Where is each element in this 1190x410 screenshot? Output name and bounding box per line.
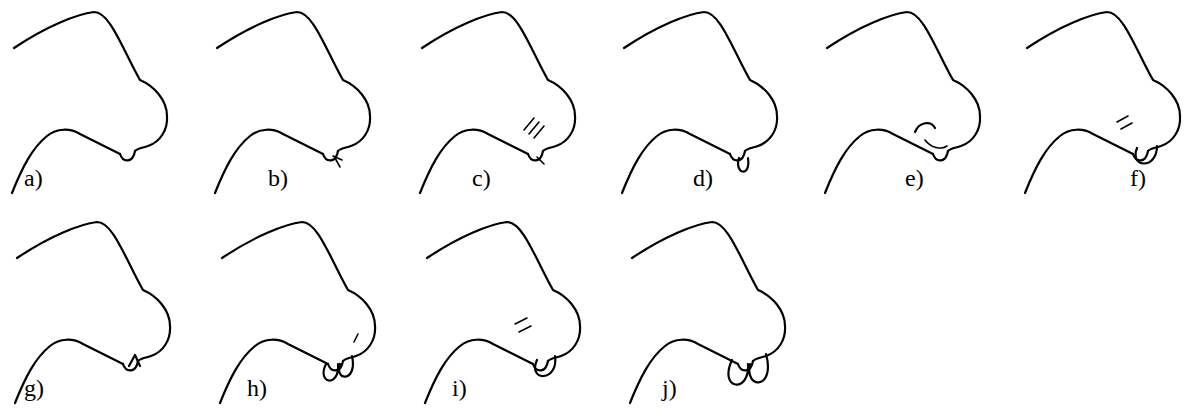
panel-letter: i) <box>452 376 467 400</box>
sketch-h <box>220 222 375 403</box>
panel-letter: f) <box>1130 166 1146 190</box>
panel-letter: a) <box>24 166 43 190</box>
panel-letter: e) <box>905 166 924 190</box>
sketch-g <box>15 222 170 403</box>
panel-letter: d) <box>693 166 713 190</box>
sketch-j <box>630 222 785 403</box>
sketch-i <box>425 222 580 403</box>
sketch-c <box>420 12 575 193</box>
panel-letter: j) <box>662 376 677 400</box>
sketch-f <box>1025 12 1180 193</box>
sketch-e <box>825 12 980 193</box>
panel-letter: c) <box>472 166 491 190</box>
panel-letter: b) <box>268 166 288 190</box>
sketch-b <box>215 12 370 193</box>
panel-letter: h) <box>247 376 267 400</box>
sketch-d <box>622 12 777 193</box>
sketch-a <box>12 12 167 193</box>
panel-letter: g) <box>24 376 44 400</box>
